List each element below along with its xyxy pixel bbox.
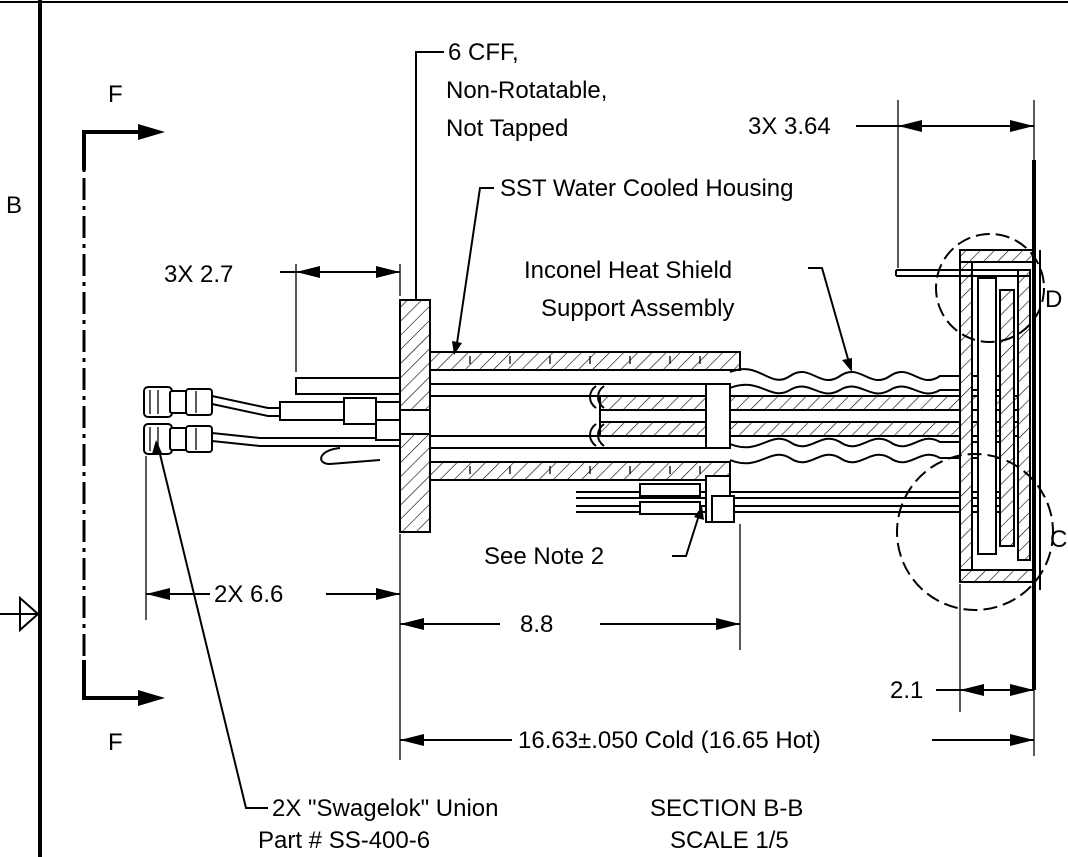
section-scale: SCALE 1/5 bbox=[670, 827, 789, 854]
leader-union bbox=[152, 440, 268, 809]
water-cooled-housing bbox=[429, 351, 741, 481]
central-shaft bbox=[429, 383, 1021, 449]
section-marker-top: F bbox=[108, 81, 123, 108]
callout-union-line1: 2X "Swagelok" Union bbox=[272, 795, 499, 822]
detail-circle-c bbox=[896, 453, 1054, 611]
detail-circle-d bbox=[935, 233, 1045, 343]
leader-cff bbox=[415, 51, 444, 301]
swagelok-unions bbox=[143, 386, 400, 466]
feedthrough-stubs bbox=[279, 377, 401, 441]
dimension-16-63 bbox=[400, 734, 1034, 746]
datum-flag-icon bbox=[0, 595, 40, 633]
callout-cff-line1: 6 CFF, bbox=[448, 39, 519, 66]
callout-heat-shield-line1: Inconel Heat Shield bbox=[524, 257, 732, 284]
dim-3x-2-7: 3X 2.7 bbox=[164, 261, 233, 288]
dimension-2-1 bbox=[936, 584, 1035, 756]
dimension-3x-3-64 bbox=[856, 100, 1035, 268]
section-line-f-f bbox=[82, 124, 165, 706]
zone-letter-b: B bbox=[6, 192, 22, 219]
callout-heat-shield-line2: Support Assembly bbox=[541, 295, 734, 322]
heat-shield-support bbox=[729, 368, 1000, 465]
dim-16-63: 16.63±.050 Cold (16.65 Hot) bbox=[518, 727, 821, 754]
callout-cff-line3: Not Tapped bbox=[446, 115, 568, 142]
zone-letter-c: C bbox=[1050, 526, 1067, 553]
leader-see-note bbox=[672, 506, 704, 557]
dim-3x-3-64: 3X 3.64 bbox=[748, 113, 831, 140]
head-assembly bbox=[895, 160, 1041, 690]
section-marker-bottom: F bbox=[108, 729, 123, 756]
callout-union-line2: Part # SS-400-6 bbox=[258, 827, 430, 854]
leader-housing bbox=[452, 187, 494, 355]
dim-2-1: 2.1 bbox=[890, 677, 923, 704]
callout-cff-line2: Non-Rotatable, bbox=[446, 77, 607, 104]
callout-housing: SST Water Cooled Housing bbox=[500, 175, 793, 202]
zone-letter-d: D bbox=[1045, 286, 1062, 313]
leader-heat-shield bbox=[808, 267, 852, 372]
dimension-8-8 bbox=[400, 524, 741, 650]
cff-flange bbox=[399, 299, 431, 533]
section-title: SECTION B-B bbox=[650, 795, 803, 822]
dimension-2x-6-6 bbox=[145, 456, 401, 760]
dim-8-8: 8.8 bbox=[520, 611, 553, 638]
dim-2x-6-6: 2X 6.6 bbox=[214, 581, 283, 608]
dimension-3x-2-7 bbox=[280, 264, 401, 372]
callout-see-note: See Note 2 bbox=[484, 543, 604, 570]
lower-feedthroughs bbox=[576, 475, 1000, 523]
